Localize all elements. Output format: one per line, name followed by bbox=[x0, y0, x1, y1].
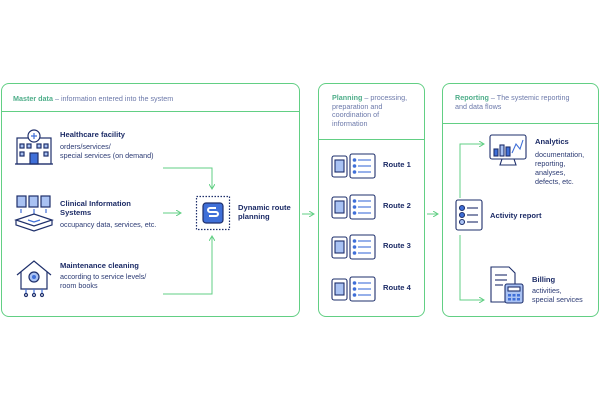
route-1-label: Route 1 bbox=[383, 160, 411, 169]
hospital-building-icon bbox=[15, 129, 53, 165]
analytics-desc-2: reporting, bbox=[535, 159, 566, 168]
database-documents-icon bbox=[14, 195, 54, 232]
route-3-devices-icon bbox=[331, 234, 376, 260]
healthcare-facility-title: Healthcare facility bbox=[60, 130, 125, 139]
analytics-monitor-icon bbox=[489, 134, 527, 166]
planning-desc-line-2: preparation and bbox=[332, 101, 383, 111]
reporting-header-divider bbox=[443, 123, 598, 124]
billing-title: Billing bbox=[532, 275, 556, 284]
planning-desc-line-3: coordination of bbox=[332, 110, 380, 120]
reporting-desc-line-1: – The systemic reporting bbox=[488, 93, 570, 102]
reporting-panel bbox=[442, 83, 599, 317]
route-planning-title-2: planning bbox=[238, 212, 270, 221]
activity-report-label: Activity report bbox=[490, 211, 542, 220]
maintenance-cleaning-desc-1: according to service levels/ bbox=[60, 272, 147, 281]
route-2-label: Route 2 bbox=[383, 201, 411, 210]
route-4-label: Route 4 bbox=[383, 283, 411, 292]
reporting-title: Reporting bbox=[455, 93, 489, 102]
smart-home-icon bbox=[16, 260, 52, 298]
reporting-desc-line-2: and data flows bbox=[455, 101, 502, 111]
healthcare-facility-desc-2: special services (on demand) bbox=[60, 151, 154, 160]
planning-panel bbox=[318, 83, 425, 317]
planning-desc-line-4: information bbox=[332, 118, 368, 128]
route-3-label: Route 3 bbox=[383, 241, 411, 250]
master-title: Master data bbox=[13, 94, 53, 103]
planning-header: Planning – processing, preparation and c… bbox=[332, 93, 422, 128]
clinical-systems-title-2: Systems bbox=[60, 208, 92, 217]
maintenance-cleaning-title: Maintenance cleaning bbox=[60, 261, 139, 270]
billing-desc-1: activities, bbox=[532, 286, 562, 295]
analytics-desc-3: analyses, bbox=[535, 168, 566, 177]
route-planning-chip-icon bbox=[195, 195, 231, 231]
master-header-divider bbox=[2, 111, 299, 112]
billing-desc-2: special services bbox=[532, 295, 583, 304]
master-description: – information entered into the system bbox=[52, 94, 174, 103]
analytics-title: Analytics bbox=[535, 137, 569, 146]
invoice-calculator-icon bbox=[490, 266, 524, 304]
healthcare-facility-desc-1: orders/services/ bbox=[60, 142, 111, 151]
master-data-panel bbox=[1, 83, 300, 317]
planning-title: Planning bbox=[332, 93, 363, 102]
checklist-icon bbox=[455, 199, 483, 231]
planning-desc-line-1: – processing, bbox=[362, 93, 408, 102]
route-4-devices-icon bbox=[331, 276, 376, 302]
route-planning-title-1: Dynamic route bbox=[238, 203, 291, 212]
analytics-desc-4: defects, etc. bbox=[535, 177, 574, 186]
master-header: Master data – information entered into t… bbox=[13, 94, 293, 104]
maintenance-cleaning-desc-2: room books bbox=[60, 281, 98, 290]
clinical-systems-title-1: Clinical Information bbox=[60, 199, 131, 208]
route-1-devices-icon bbox=[331, 153, 376, 179]
clinical-systems-desc: occupancy data, services, etc. bbox=[60, 220, 157, 229]
planning-header-divider bbox=[319, 139, 424, 140]
route-2-devices-icon bbox=[331, 194, 376, 220]
reporting-header: Reporting – The systemic reporting and d… bbox=[455, 93, 597, 111]
analytics-desc-1: documentation, bbox=[535, 150, 585, 159]
